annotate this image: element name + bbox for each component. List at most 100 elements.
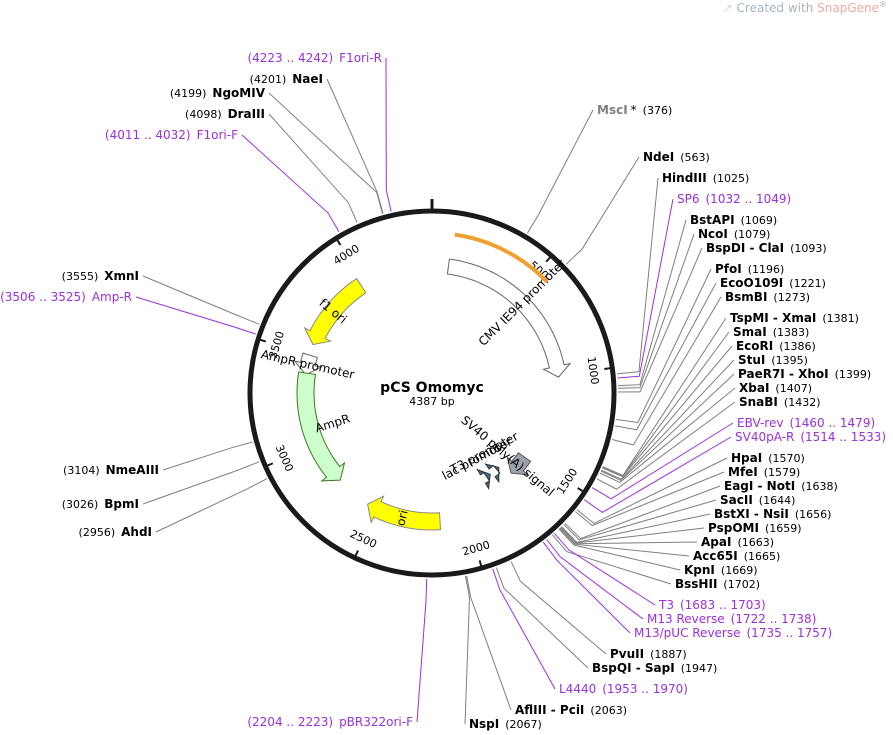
label-range: (1722 .. 1738) <box>731 612 817 626</box>
label-range: (1683 .. 1703) <box>680 598 766 612</box>
label-bspdi-clai: BspDI - ClaI(1093) <box>706 241 827 255</box>
label-num: (1196) <box>748 263 785 276</box>
label-name: SnaBI <box>739 395 778 409</box>
label-nspi: NspI(2067) <box>469 717 542 731</box>
label-name: T3 <box>658 598 674 612</box>
label-leader-lines <box>135 57 736 725</box>
label-name: NgoMIV <box>212 86 265 100</box>
label-m13-puc-reverse: M13/pUC Reverse(1735 .. 1757) <box>634 626 832 640</box>
label-mfei: MfeI(1579) <box>728 465 800 479</box>
leader-line-snabi <box>596 401 736 490</box>
label-num: (1947) <box>681 662 718 675</box>
label-smai: SmaI(1383) <box>733 325 809 339</box>
label-num: (1887) <box>650 648 687 661</box>
label-num: (1665) <box>744 550 781 563</box>
label-name: HindIII <box>662 171 707 185</box>
leader-line-sv40pa-r <box>584 436 732 513</box>
tick-1500 <box>577 487 587 495</box>
label-name: BstAPI <box>690 213 735 227</box>
label-num: (1221) <box>789 277 826 290</box>
label-bsmbi: BsmBI(1273) <box>725 290 810 304</box>
leader-line-f1ori-r <box>385 57 392 212</box>
tick-label-1000: 1000 <box>585 356 602 386</box>
leader-line-l4440 <box>492 568 556 690</box>
label-name: KpnI <box>684 563 715 577</box>
leader-line-m13-puc-reverse <box>542 541 631 634</box>
label-range: (1032 .. 1049) <box>706 192 792 206</box>
label-f1ori-f: (4011 .. 4032) F1ori-F <box>105 128 238 142</box>
tick-2000 <box>478 560 484 571</box>
feature-ori <box>367 495 442 531</box>
label-name: PspOMI <box>708 521 759 535</box>
feature-cmv-ie94-promoter <box>446 258 572 378</box>
label-name: Amp-R <box>92 290 132 304</box>
label-t3: T3 (1683 .. 1703) <box>658 598 766 612</box>
label-naei: (4201)NaeI <box>250 72 323 86</box>
label-tspmi-xmai: TspMI - XmaI(1381) <box>730 311 859 325</box>
label-num: (1663) <box>737 536 774 549</box>
label-num: (1383) <box>773 326 810 339</box>
leader-line-naei <box>326 78 384 214</box>
label-name: SP6 <box>677 192 700 206</box>
label-name: BspQI - SapI <box>592 661 675 675</box>
label-name: M13 Reverse <box>647 612 725 626</box>
label-name: MscI <box>597 103 628 117</box>
label-ebv-rev: EBV-rev(1460 .. 1479) <box>737 416 875 430</box>
plasmid-length: 4387 bp <box>409 395 454 408</box>
label-name: BssHII <box>675 577 717 591</box>
label-bsshii: BssHII(1702) <box>675 577 760 591</box>
label-name: EcoO109I <box>720 276 783 290</box>
label-bspqi-sapi: BspQI - SapI (1947) <box>592 661 717 675</box>
label-paer7i-xhoi: PaeR7I - XhoI(1399) <box>738 367 871 381</box>
watermark-mark: ® <box>879 0 887 9</box>
label-name: BsmBI <box>725 290 767 304</box>
label-name: M13/pUC Reverse <box>634 626 741 640</box>
feature-t3-promoter <box>484 463 501 484</box>
leader-line-bsmbi <box>611 296 722 446</box>
label-range: (4011 .. 4032) <box>105 128 191 142</box>
site-labels: (4223 .. 4242)F1ori-R(4201)NaeI(4199)Ngo… <box>0 51 886 731</box>
label-num: (2956) <box>79 526 116 539</box>
label-name: pBR322ori-F <box>339 715 413 729</box>
label-sp6: SP6 (1032 .. 1049) <box>677 192 791 206</box>
leader-line-ndei <box>565 156 640 265</box>
tick-3000 <box>263 462 274 469</box>
tick-500 <box>545 253 554 263</box>
label-ecoo109i: EcoO109I (1221) <box>720 276 826 290</box>
label-name: HpaI <box>731 451 762 465</box>
label-num: (1079) <box>734 228 771 241</box>
leader-line-f1ori-f <box>241 134 340 233</box>
label-name: SV40pA-R <box>735 430 794 444</box>
label-name: NspI <box>469 717 499 731</box>
label-bstapi: BstAPI (1069) <box>690 213 777 227</box>
label-name: F1ori-F <box>197 128 238 142</box>
label-hindiii: HindIII(1025) <box>662 171 749 185</box>
label-l4440: L4440(1953 .. 1970) <box>559 682 688 696</box>
label-name: PfoI <box>715 262 742 276</box>
label-name: AhdI <box>121 525 152 539</box>
label-num: (4201) <box>250 73 287 86</box>
leader-line-bpmi <box>142 461 260 505</box>
feature-ampr-promoter <box>293 352 323 376</box>
label-num: (1656) <box>795 508 832 521</box>
tick-label-1500: 1500 <box>554 466 580 497</box>
leader-line-nspi <box>464 575 471 725</box>
label-num: (1069) <box>741 214 778 227</box>
label-range: (1953 .. 1970) <box>602 682 688 696</box>
label-name: BspDI - ClaI <box>706 241 784 255</box>
label-name: TspMI - XmaI <box>730 311 816 325</box>
label-range: (1460 .. 1479) <box>789 416 875 430</box>
label-draiii: (4098)DraIII <box>185 107 265 121</box>
leader-line-sacii <box>563 499 717 541</box>
leader-line-pfoi <box>616 268 712 424</box>
leader-line-kpni <box>558 528 681 571</box>
leader-line-ecori <box>602 345 733 478</box>
tick-label-2500: 2500 <box>348 527 379 551</box>
feature-ampr <box>296 371 346 482</box>
snapgene-watermark: ↗ Created with SnapGene® <box>723 0 887 15</box>
leader-line-hindiii <box>616 177 659 375</box>
watermark-prefix: Created with <box>736 1 818 15</box>
leader-line-msci <box>526 109 594 234</box>
label-amp-r: (3506 .. 3525)Amp-R <box>0 290 132 304</box>
leader-line-bstapi <box>617 219 687 387</box>
